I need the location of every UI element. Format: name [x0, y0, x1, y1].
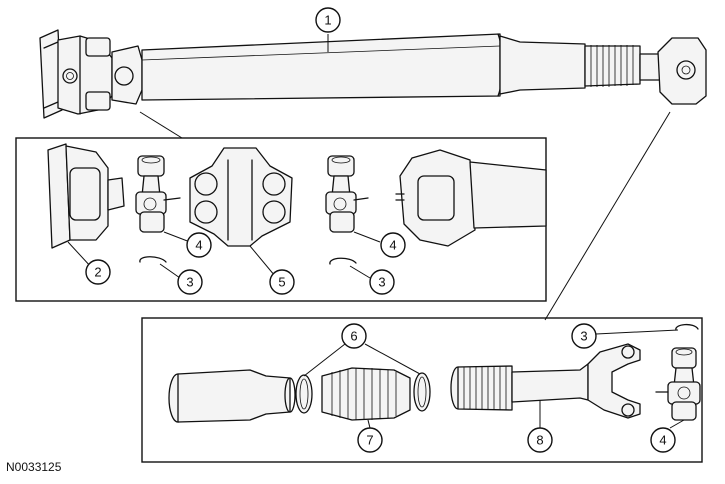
snap-ring-rear [675, 323, 699, 331]
callout-4-rear: 4 [650, 427, 676, 453]
tube-end [168, 369, 296, 423]
splined-slip-yoke [450, 343, 641, 419]
rear-slip-joint-detail-frame [141, 317, 703, 463]
figure-id-label: N0033125 [6, 460, 62, 474]
ujoint-cross-left [135, 155, 181, 233]
svg-text:2: 2 [94, 265, 101, 280]
callout-7: 7 [357, 427, 383, 453]
svg-text:4: 4 [195, 238, 202, 253]
slip-joint-boot [321, 367, 411, 421]
svg-text:1: 1 [324, 13, 331, 28]
flange-yoke [47, 143, 125, 249]
callout-8: 8 [527, 427, 553, 453]
callout-2: 2 [85, 259, 111, 285]
svg-text:7: 7 [366, 433, 373, 448]
callout-3-rear: 3 [571, 323, 597, 349]
top-boot [584, 45, 641, 87]
svg-text:4: 4 [659, 433, 666, 448]
svg-text:3: 3 [186, 275, 193, 290]
boot-clamps [295, 372, 431, 414]
ujoint-cross-right [325, 155, 369, 233]
tube-yoke [395, 149, 547, 247]
callout-3-middle: 3 [369, 269, 395, 295]
svg-text:4: 4 [389, 238, 396, 253]
svg-text:5: 5 [278, 275, 285, 290]
snap-ring-left [139, 256, 167, 263]
callout-6: 6 [341, 323, 367, 349]
callout-4-left: 4 [186, 232, 212, 258]
driveshaft-assembly [39, 29, 707, 119]
callout-1: 1 [315, 7, 341, 33]
ujoint-cross-rear [655, 347, 701, 421]
callout-3-left: 3 [177, 269, 203, 295]
svg-text:8: 8 [536, 433, 543, 448]
svg-text:3: 3 [378, 275, 385, 290]
svg-text:6: 6 [350, 329, 357, 344]
callout-5: 5 [269, 269, 295, 295]
callout-4-middle: 4 [380, 232, 406, 258]
center-coupling-yoke [189, 147, 293, 247]
snap-ring-right [329, 257, 357, 265]
svg-text:3: 3 [580, 329, 587, 344]
